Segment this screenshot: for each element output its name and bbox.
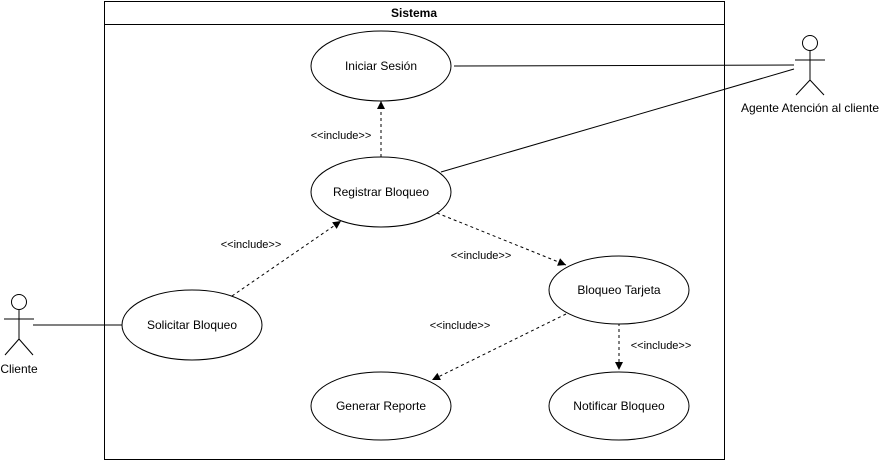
- include-label-request-register: <<include>>: [221, 239, 282, 251]
- use-case-label: Registrar Bloqueo: [333, 185, 429, 199]
- association-agent-register: [440, 68, 795, 173]
- use-case-block-card[interactable]: Bloqueo Tarjeta: [548, 255, 690, 325]
- association-agent-login: [453, 64, 795, 67]
- use-case-register[interactable]: Registrar Bloqueo: [310, 156, 452, 228]
- use-case-label: Generar Reporte: [336, 399, 426, 413]
- actor-label: Cliente: [0, 362, 38, 376]
- use-case-login[interactable]: Iniciar Sesión: [310, 30, 452, 102]
- use-case-label: Iniciar Sesión: [345, 59, 417, 73]
- actor-agent[interactable]: Agente Atención al cliente: [741, 35, 879, 116]
- use-case-label: Bloqueo Tarjeta: [577, 283, 661, 297]
- use-case-label: Solicitar Bloqueo: [147, 318, 237, 332]
- actor-client[interactable]: Cliente: [0, 294, 38, 377]
- use-case-label: Notificar Bloqueo: [573, 399, 665, 413]
- include-label-register-login: <<include>>: [311, 130, 372, 142]
- include-label-register-blockcard: <<include>>: [451, 250, 512, 262]
- include-label-blockcard-notify: <<include>>: [631, 340, 692, 352]
- stick-figure-icon: [795, 35, 825, 96]
- actor-label: Agente Atención al cliente: [741, 101, 879, 115]
- use-case-request[interactable]: Solicitar Bloqueo: [121, 289, 263, 361]
- stick-figure-icon: [4, 294, 34, 356]
- include-request-register: [231, 220, 342, 297]
- use-case-notify[interactable]: Notificar Bloqueo: [548, 371, 690, 441]
- system-title: Sistema: [391, 6, 437, 20]
- include-blockcard-report: [431, 313, 567, 381]
- include-label-blockcard-report: <<include>>: [430, 320, 491, 332]
- include-register-blockcard: [436, 212, 567, 266]
- use-case-report[interactable]: Generar Reporte: [310, 371, 452, 441]
